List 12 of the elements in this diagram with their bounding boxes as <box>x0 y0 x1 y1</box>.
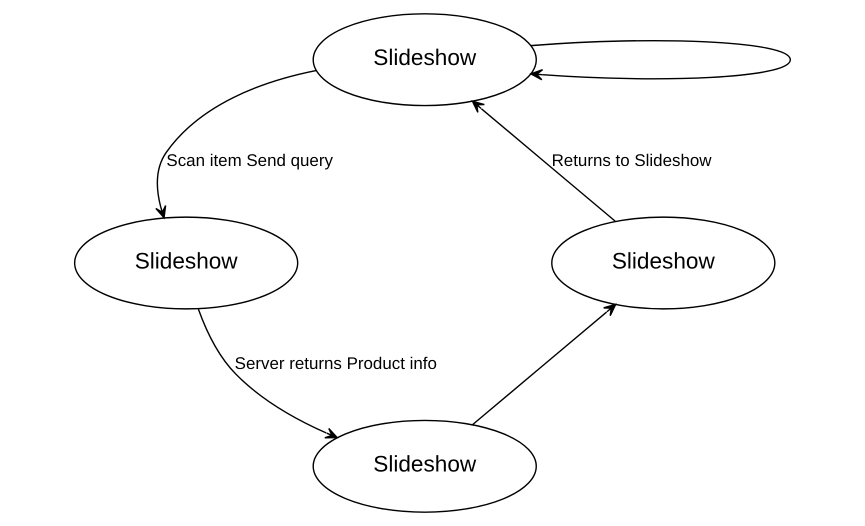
node-ellipse: Slideshow <box>312 13 537 106</box>
node-ellipse: Slideshow <box>312 420 537 513</box>
arrow <box>472 100 616 222</box>
edge-label: Scan item Send query <box>166 150 333 170</box>
node-ellipse: Slideshow <box>551 216 776 310</box>
edge-label: Server returns Product info <box>234 354 437 374</box>
arrow <box>472 304 616 426</box>
arrow <box>530 40 792 80</box>
edge-label: Returns to Slideshow <box>552 150 712 170</box>
node-ellipse: Slideshow <box>74 216 298 310</box>
arrow <box>198 308 338 439</box>
arrow <box>155 70 316 218</box>
